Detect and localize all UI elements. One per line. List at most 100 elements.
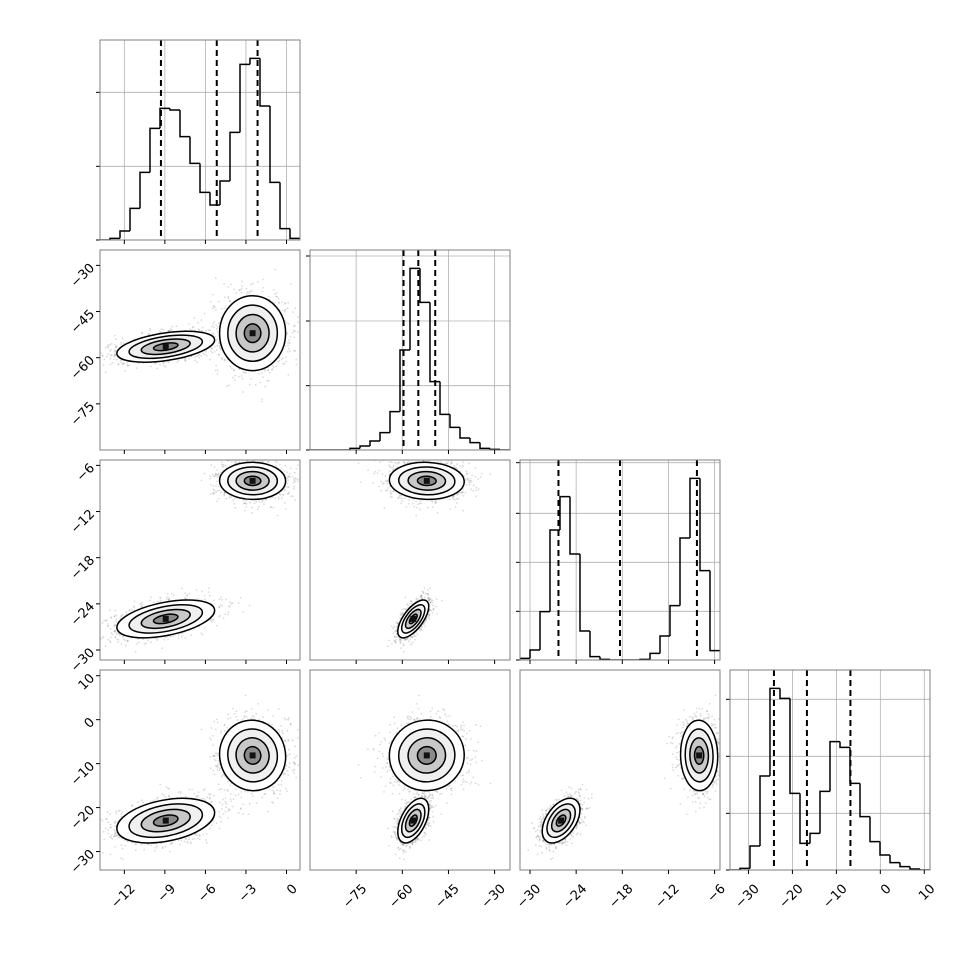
density-peak	[162, 343, 169, 350]
scatter-point	[141, 331, 143, 334]
scatter-point	[292, 311, 294, 313]
scatter-point	[125, 611, 127, 614]
scatter-point	[177, 359, 180, 362]
scatter-point	[287, 347, 290, 350]
hist-bin	[409, 267, 420, 350]
scatter-point	[115, 620, 118, 623]
scatter-point	[197, 354, 200, 357]
scatter-point	[212, 618, 214, 621]
scatter-point	[216, 338, 218, 341]
scatter-point	[233, 369, 236, 372]
scatter-point	[216, 469, 219, 471]
hist-bin	[349, 447, 360, 450]
scatter-point	[116, 638, 118, 641]
scatter-point	[221, 358, 223, 361]
scatter-point	[150, 641, 152, 644]
scatter-point	[245, 454, 247, 456]
scatter-point	[219, 604, 222, 607]
hist-bin	[199, 163, 210, 194]
scatter-point	[288, 342, 291, 345]
scatter-point	[276, 296, 278, 298]
scatter-point	[216, 326, 219, 328]
scatter-point	[234, 374, 237, 377]
scatter-point	[177, 637, 180, 640]
scatter-point	[246, 292, 248, 295]
scatter-point	[241, 377, 244, 380]
scatter-point	[293, 478, 295, 481]
scatter-point	[249, 290, 252, 293]
scatter-point	[143, 643, 146, 646]
hist-bin	[109, 237, 120, 240]
hist-bin	[169, 108, 180, 111]
scatter-point	[216, 476, 219, 478]
scatter-point	[115, 338, 117, 341]
scatter-point	[154, 637, 156, 640]
scatter-point	[239, 455, 241, 457]
scatter-point	[188, 357, 191, 360]
scatter-point	[213, 321, 216, 323]
scatter-point	[109, 363, 112, 366]
scatter-point	[113, 625, 116, 628]
scatter-point	[274, 293, 276, 296]
scatter-point	[233, 288, 236, 291]
scatter-point	[275, 451, 277, 453]
scatter-point	[214, 335, 216, 338]
scatter-panel-0-1: −75−60−45−30	[68, 249, 301, 454]
scatter-point	[221, 463, 223, 466]
scatter-point	[159, 331, 162, 334]
scatter-point	[201, 326, 204, 329]
scatter-point	[186, 595, 189, 597]
scatter-point	[285, 486, 287, 488]
scatter-point	[214, 277, 217, 280]
scatter-point	[250, 283, 253, 286]
scatter-point	[228, 300, 231, 303]
scatter-point	[273, 301, 276, 304]
histogram-panel-1	[306, 249, 511, 454]
scatter-point	[285, 360, 288, 363]
scatter-point	[123, 362, 126, 365]
scatter-point	[190, 634, 192, 636]
scatter-point	[115, 631, 118, 634]
scatter-point	[117, 641, 119, 644]
hist-bin	[119, 230, 130, 239]
scatter-point	[218, 353, 221, 356]
scatter-point	[148, 333, 150, 335]
scatter-point	[114, 351, 116, 354]
scatter-point	[117, 632, 120, 635]
scatter-point	[203, 353, 206, 356]
scatter-point	[104, 371, 107, 374]
scatter-point	[233, 379, 236, 381]
scatter-point	[117, 363, 120, 365]
scatter-point	[217, 300, 220, 303]
scatter-point	[229, 365, 232, 368]
scatter-point	[149, 599, 151, 602]
scatter-point	[134, 650, 137, 653]
scatter-point	[274, 497, 277, 500]
scatter-point	[286, 322, 288, 324]
scatter-point	[290, 283, 292, 285]
scatter-point	[295, 363, 298, 366]
scatter-point	[212, 618, 215, 621]
scatter-point	[203, 595, 206, 597]
hist-bin	[419, 268, 430, 304]
scatter-point	[184, 358, 187, 360]
scatter-point	[141, 605, 143, 608]
scatter-point	[227, 384, 230, 387]
scatter-point	[228, 495, 231, 497]
scatter-point	[120, 343, 123, 346]
scatter-point	[294, 499, 296, 501]
scatter-point	[141, 601, 144, 604]
scatter-point	[111, 633, 114, 636]
scatter-point	[170, 592, 173, 595]
scatter-point	[218, 615, 221, 618]
panel-content	[100, 451, 299, 653]
scatter-point	[177, 634, 180, 636]
scatter-point	[184, 637, 187, 639]
scatter-point	[107, 353, 110, 355]
panel-content	[100, 268, 299, 403]
scatter-point	[102, 635, 105, 638]
scatter-point	[287, 351, 289, 353]
scatter-point	[197, 321, 200, 324]
scatter-point	[114, 344, 117, 347]
